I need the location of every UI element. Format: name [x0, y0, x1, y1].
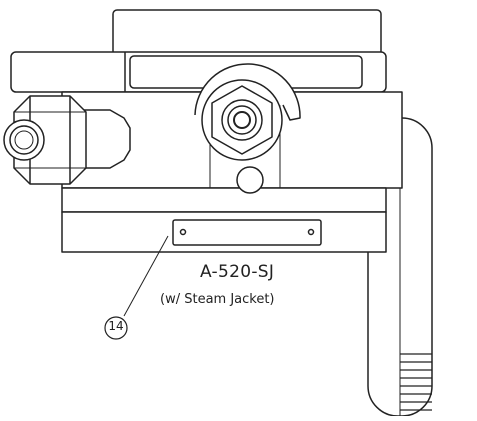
pipe-ribs — [400, 353, 432, 411]
plate-screw-right — [307, 228, 315, 236]
top-housing — [112, 9, 382, 56]
center-fitting — [194, 63, 301, 194]
subtitle-label: (w/ Steam Jacket) — [160, 292, 275, 307]
leader-line — [123, 235, 169, 317]
main-plate — [10, 51, 387, 93]
plate-screw-left — [179, 228, 187, 236]
center-hex — [211, 85, 273, 155]
lower-band — [61, 187, 387, 213]
small-knob — [236, 166, 264, 194]
model-label: A-520-SJ — [200, 262, 275, 282]
base-plate — [61, 211, 387, 253]
name-plate — [172, 219, 322, 246]
callout-circle — [104, 316, 128, 340]
callout-number: 14 — [108, 319, 124, 333]
inlet-fitting — [3, 95, 131, 185]
